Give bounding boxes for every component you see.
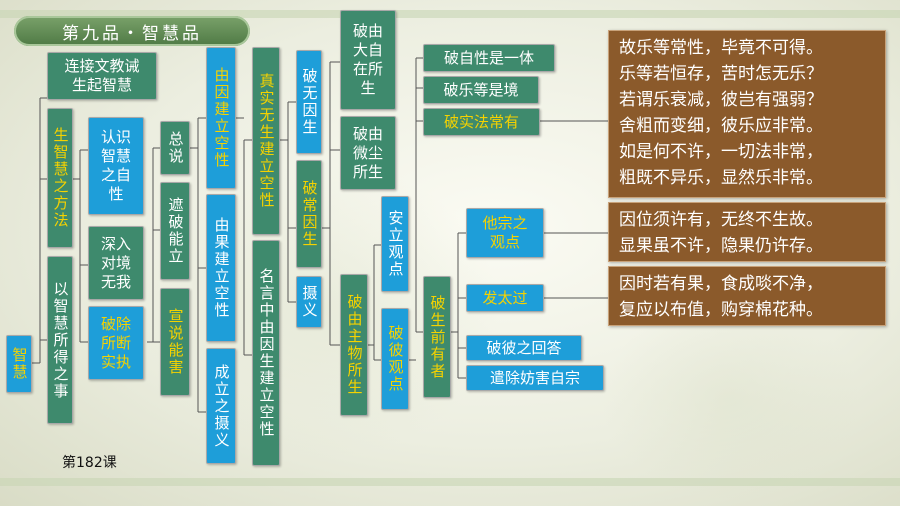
lesson-number: 第182课 (62, 455, 117, 471)
node-result[interactable]: 以智慧所得之事 (47, 256, 73, 424)
node-root[interactable]: 智慧 (6, 335, 32, 393)
node-establish-summary[interactable]: 成立之摄义 (206, 348, 236, 464)
node-refute-prakriti[interactable]: 破由主物所生 (340, 274, 368, 416)
node-remove-obstacles[interactable]: 破除所断实执 (88, 306, 144, 380)
node-summary[interactable]: 总说 (160, 121, 190, 175)
node-refute-nocause[interactable]: 破无因生 (296, 50, 322, 154)
node-refute-particles[interactable]: 破由微尘所生 (340, 116, 396, 190)
page-title: 第九品・智慧品 (14, 16, 250, 46)
top-border (0, 10, 900, 18)
verse-note: 因时若有果，食成啖不净， 复应以布值，购穿棉花种。 (608, 266, 886, 326)
node-method[interactable]: 生智慧之方法 (47, 108, 73, 248)
node-real-nonarising[interactable]: 真实无生建立空性 (252, 47, 280, 235)
node-explain-harm[interactable]: 宣说能害 (160, 288, 190, 396)
node-effect-empty[interactable]: 由果建立空性 (206, 194, 236, 342)
node-establish-view[interactable]: 安立观点 (381, 196, 409, 292)
node-summary2[interactable]: 摄义 (296, 276, 322, 328)
bottom-border (0, 478, 900, 486)
node-enter-state[interactable]: 深入对境无我 (88, 226, 144, 300)
node-know-self[interactable]: 认识智慧之自性 (88, 117, 144, 215)
node-overreach[interactable]: 发太过 (466, 284, 544, 312)
node-nominal[interactable]: 名言中由因生建立空性 (252, 240, 280, 466)
node-other-view[interactable]: 他宗之观点 (466, 208, 544, 258)
node-self-nature-one[interactable]: 破自性是一体 (423, 44, 555, 72)
verse-note: 故乐等常性，毕竟不可得。 乐等若恒存，苦时怎无乐？ 若谓乐衰减，彼岂有强弱？ 舍… (608, 30, 886, 198)
verse-note: 因位须许有，无终不生故。 显果虽不许，隐果仍许存。 (608, 202, 886, 262)
node-refute-answer[interactable]: 破彼之回答 (466, 335, 582, 361)
node-joy-is-object[interactable]: 破乐等是境 (423, 76, 539, 104)
node-refute-establish[interactable]: 遮破能立 (160, 182, 190, 280)
node-scripture[interactable]: 连接文教诫生起智慧 (47, 52, 157, 100)
node-real-permanent[interactable]: 破实法常有 (423, 108, 540, 136)
node-refute-ishvara[interactable]: 破由大自在所生 (340, 10, 396, 110)
node-dispel-harm[interactable]: 遣除妨害自宗 (466, 365, 604, 391)
node-refute-permanent[interactable]: 破常因生 (296, 160, 322, 268)
node-cause-empty[interactable]: 由因建立空性 (206, 47, 236, 189)
node-refute-preexist[interactable]: 破生前有者 (423, 276, 451, 398)
node-refute-view[interactable]: 破彼观点 (381, 308, 409, 410)
